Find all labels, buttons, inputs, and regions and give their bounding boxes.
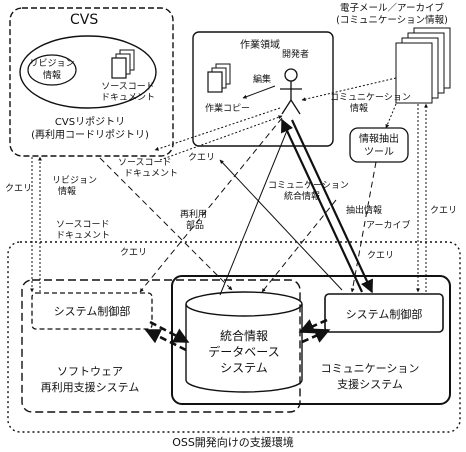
mail-to-tool-arrow	[385, 103, 397, 129]
edge-comm-integrated-line2: 統合情報	[284, 190, 320, 202]
comm-system-box	[171, 275, 451, 405]
comm-control-label: システム制御部	[346, 307, 423, 321]
edge-query-left-sys: クエリ	[120, 247, 147, 258]
dev-to-cvs-arrow	[154, 107, 281, 151]
cvs-to-dev-arrow	[159, 115, 283, 161]
reuse-system-box	[21, 279, 301, 413]
revision-info-ellipse	[27, 54, 77, 86]
work-copy-label: 作業コピー	[205, 102, 250, 114]
reuse-system-label-line1: ソフトウェア	[57, 365, 123, 378]
edge-archive: アーカイブ	[366, 219, 410, 231]
tool-label-line1: 情報抽出	[359, 132, 399, 145]
comm-ctrl-to-db-arrow	[298, 318, 328, 334]
comm-ctrl-to-dev-arrow	[281, 118, 363, 293]
edge-comm-info-line1: コミュニケーション	[330, 92, 411, 103]
cvs-to-db-dashed-arrow	[99, 157, 233, 291]
edit-arrow	[242, 85, 276, 99]
cvs-repository-ellipse	[19, 35, 157, 109]
revision-info-line1: リビジョン	[29, 58, 74, 69]
dev-query-reuse-arrow	[139, 117, 283, 293]
db-to-dev-reuse-parts-arrow	[219, 127, 289, 296]
oss-environment-box	[7, 241, 461, 433]
cvs-source-doc-line1: ソースコード	[101, 82, 155, 92]
cvs-source-doc-line2: ドキュメント	[101, 93, 155, 103]
reuse-ctrl-to-db-arrow	[149, 320, 190, 344]
edge-comm-info-line2: 情報	[350, 102, 368, 114]
edge-query-right-sys: クエリ	[367, 250, 394, 261]
db-label-line2: データベース	[208, 344, 279, 359]
tool-label-line2: ツール	[364, 147, 394, 158]
work-copy-icon	[207, 63, 231, 93]
developer-icon	[280, 68, 302, 115]
edge-source-doc-lower-line1: ソースコード	[56, 220, 110, 230]
edit-label: 編集	[253, 73, 271, 85]
cvs-title: CVS	[70, 12, 98, 28]
edge-reuse-parts-line2: 部品	[186, 219, 204, 231]
cvs-repository-sublabel: (再利用コードリポジトリ)	[31, 129, 149, 141]
work-area-title: 作業領域	[240, 38, 280, 51]
database-cylinder	[185, 291, 303, 393]
edge-source-doc-upper-line2: ドキュメント	[124, 169, 178, 179]
reuse-system-label-line2: 再利用支援システム	[41, 380, 140, 394]
db-label-line1: 統合情報	[220, 328, 268, 343]
comm-control-box	[324, 293, 444, 333]
mail-archive-icon	[395, 27, 451, 104]
comm-system-label-line2: 支援システム	[337, 377, 403, 391]
db-to-reuse-ctrl-arrow	[144, 328, 187, 352]
tool-to-comm-extract-arrow	[350, 161, 377, 293]
info-extract-tool-box	[349, 127, 409, 163]
reuse-control-label: システム制御部	[54, 304, 131, 318]
edge-reuse-parts-line1: 再利用	[180, 208, 207, 220]
cvs-box	[9, 7, 174, 157]
mail-archive-subtitle: (コミュニケーション情報)	[336, 14, 448, 26]
work-area-box	[192, 31, 334, 147]
edge-source-doc-lower-line2: ドキュメント	[56, 231, 110, 241]
edge-query-cvs-left: クエリ	[5, 183, 32, 194]
developer-label: 開発者	[282, 48, 309, 60]
edge-revision-info-line2: 情報	[58, 185, 76, 197]
dev-to-comm-ctrl-arrow	[291, 119, 373, 294]
oss-caption: OSS開発向けの支援環境	[172, 435, 294, 449]
edge-extract-info: 抽出情報	[346, 204, 382, 216]
edge-query-dev-cvs: クエリ	[188, 152, 215, 163]
edge-revision-info-line1: リビジョン	[52, 175, 97, 186]
cvs-repository-label: CVSリポジトリ	[55, 116, 125, 128]
mail-to-dev-arrow	[301, 77, 397, 102]
edge-source-doc-upper-line1: ソースコード	[118, 158, 172, 168]
mail-archive-title: 電子メール／アーカイブ	[340, 2, 444, 14]
edge-comm-integrated-line1: コミュニケーション	[268, 180, 349, 191]
db-to-comm-ctrl-arrow	[301, 328, 331, 344]
edge-query-mail: クエリ	[430, 205, 457, 216]
comm-system-label-line1: コミュニケーション	[321, 362, 420, 375]
revision-info-line2: 情報	[43, 69, 61, 81]
source-document-icon	[111, 49, 135, 79]
comm-integrated-arrow	[219, 159, 343, 291]
reuse-control-box	[31, 292, 153, 330]
db-label-line3: システム	[220, 361, 268, 375]
